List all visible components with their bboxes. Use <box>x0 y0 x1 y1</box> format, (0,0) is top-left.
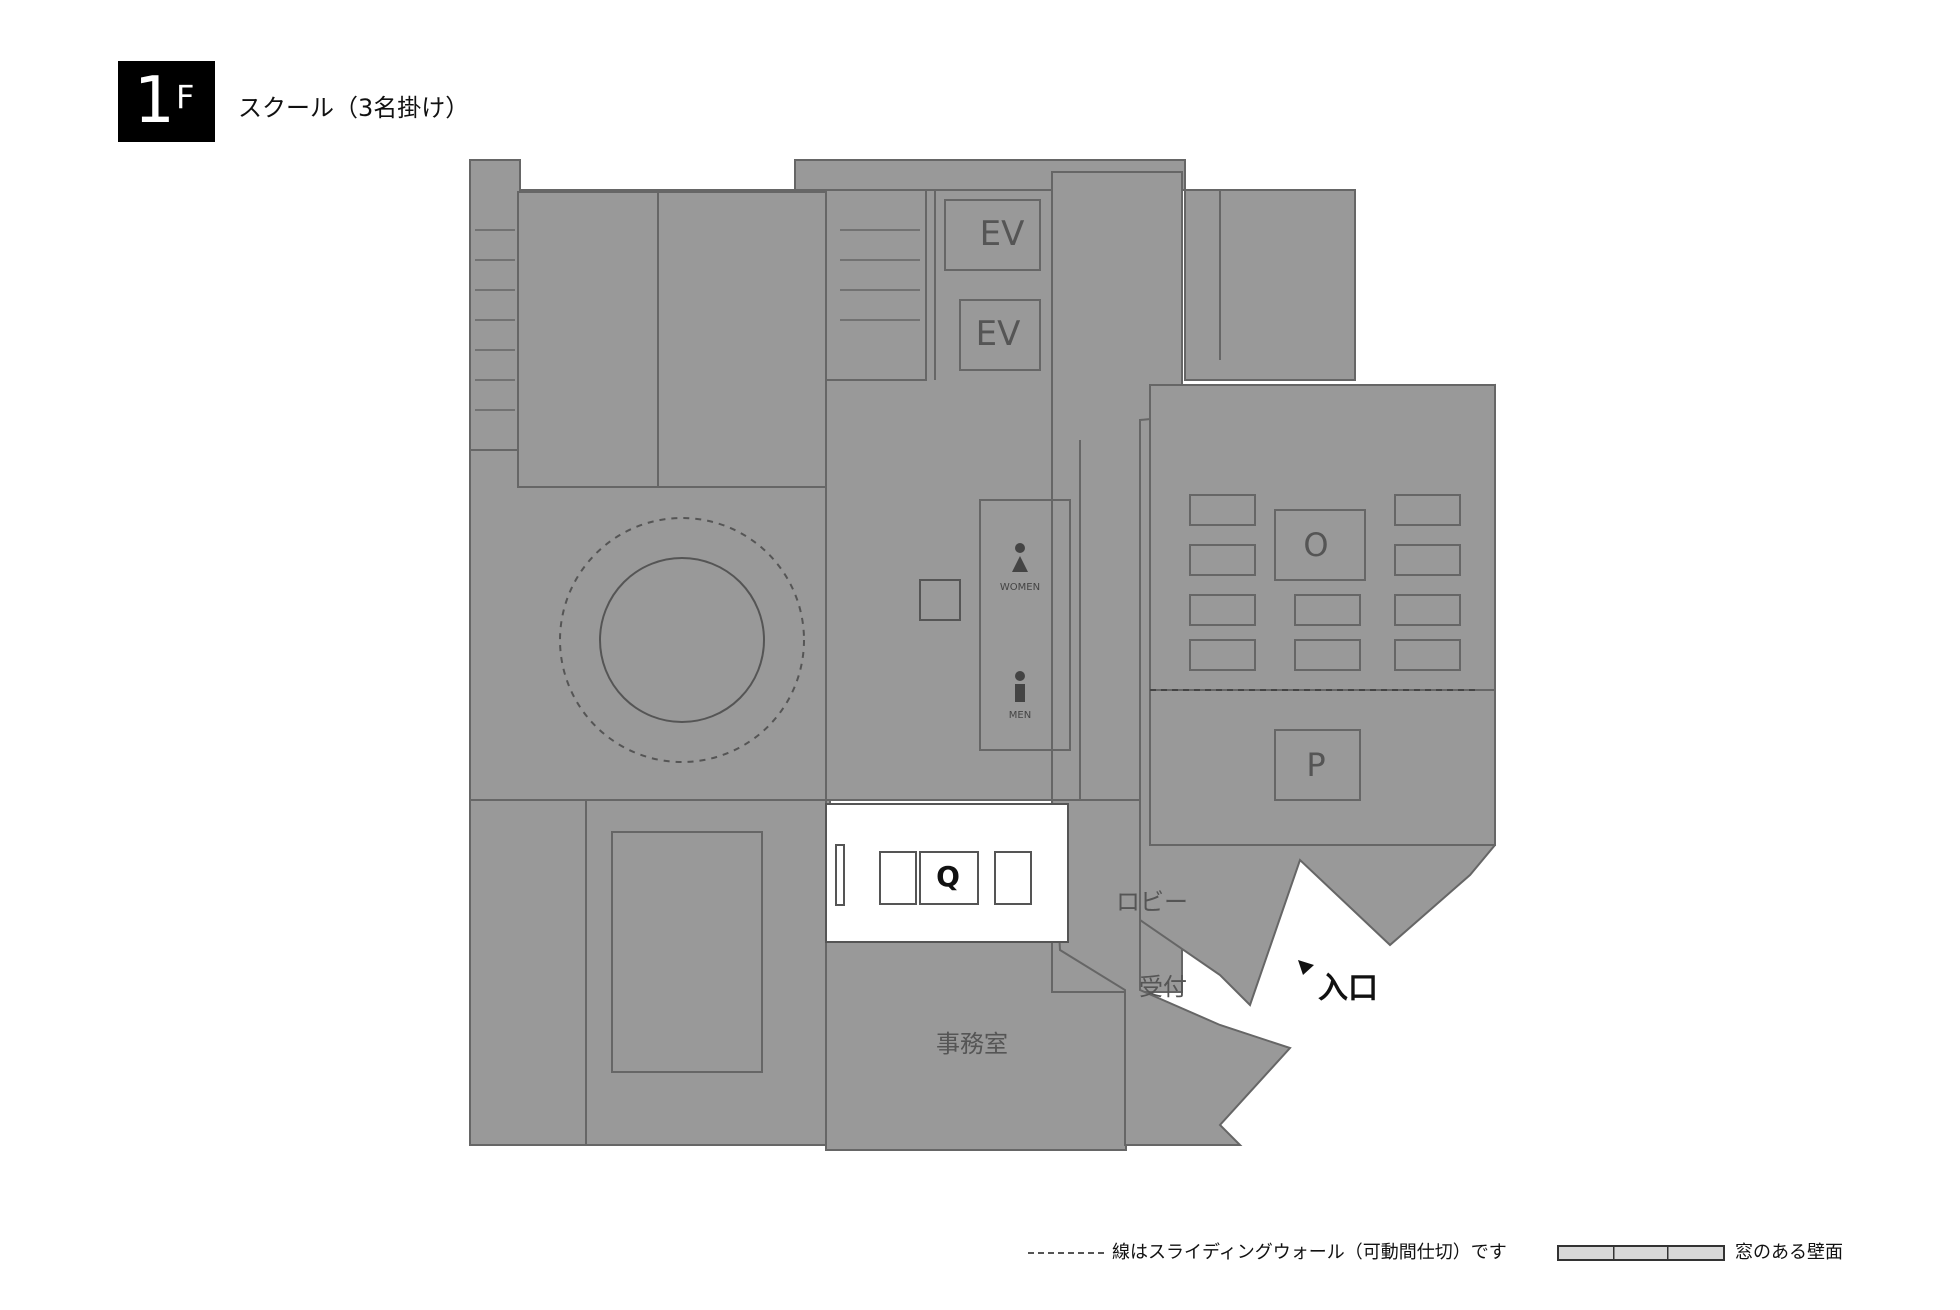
room-q-chair-block <box>879 851 917 905</box>
lobby-label: ロビー <box>1116 888 1188 916</box>
room-q-table <box>919 851 979 905</box>
room-p-label: P <box>1306 746 1325 784</box>
room-p-table <box>1274 729 1361 801</box>
men-label: MEN <box>1009 710 1031 721</box>
room-o-desk-row <box>1394 639 1461 671</box>
legend-sliding-wall: 線はスライディングウォール（可動間仕切）です <box>1028 1238 1507 1264</box>
room-o-desk-row <box>1189 639 1256 671</box>
room-o-desk-row <box>1294 639 1361 671</box>
window-wall-sample <box>1557 1245 1725 1261</box>
room-o-lectern <box>1274 509 1366 581</box>
room-q-label: Q <box>936 860 960 893</box>
bottom-left-block <box>469 799 827 1146</box>
right-upper-room <box>1184 189 1356 381</box>
women-label: WOMEN <box>1000 582 1040 593</box>
circular-stage-inner <box>599 557 765 723</box>
room-o-desk-row <box>1394 494 1461 526</box>
men-icon <box>1015 684 1025 702</box>
women-icon <box>1015 543 1025 553</box>
room-o-label: O <box>1303 526 1328 564</box>
stairwell <box>825 189 927 381</box>
inner-room-lower-left <box>611 831 763 1073</box>
room-o-desk-row <box>1189 594 1256 626</box>
circular-stage-outer <box>559 517 805 763</box>
room-q-screen <box>835 844 845 906</box>
floor-badge: 1 F <box>118 61 215 142</box>
ev-lower-box <box>959 299 1041 371</box>
room-q-chair-block <box>994 851 1032 905</box>
left-stair-strip <box>469 159 521 451</box>
entrance-arrow-icon <box>1298 960 1314 975</box>
ev-upper-box <box>944 199 1041 271</box>
layout-title: スクール（3名掛け） <box>238 94 470 122</box>
room-o-desk-row <box>1294 594 1361 626</box>
lobby-area <box>1050 799 1292 1146</box>
men-icon <box>1015 671 1025 681</box>
room-q-highlight <box>825 803 1069 943</box>
floor-suffix: F <box>176 78 195 116</box>
office-label: 事務室 <box>936 1030 1008 1058</box>
legend-window-text: 窓のある壁面 <box>1735 1242 1843 1263</box>
floor-number: 1 <box>134 64 175 138</box>
entrance-label: 入口 <box>1318 971 1378 1006</box>
women-icon <box>1012 556 1028 572</box>
legend-sliding-text: 線はスライディングウォール（可動間仕切）です <box>1112 1242 1507 1263</box>
room-o-desk-row <box>1189 544 1256 576</box>
room-o-desk-row <box>1394 544 1461 576</box>
top-left-room <box>517 191 831 488</box>
ev-upper-label: EV <box>980 214 1025 254</box>
reception-label: 受付 <box>1139 973 1187 1001</box>
accessible-toilet-icon <box>919 579 961 621</box>
toilet-block <box>979 499 1071 751</box>
room-o-desk-row <box>1189 494 1256 526</box>
ev-lower-label: EV <box>976 314 1021 354</box>
legend-window-wall: 窓のある壁面 <box>1557 1238 1843 1264</box>
dashed-line-sample <box>1028 1252 1104 1254</box>
room-op-block <box>1149 384 1496 846</box>
room-o-desk-row <box>1394 594 1461 626</box>
center-core <box>825 159 1057 801</box>
